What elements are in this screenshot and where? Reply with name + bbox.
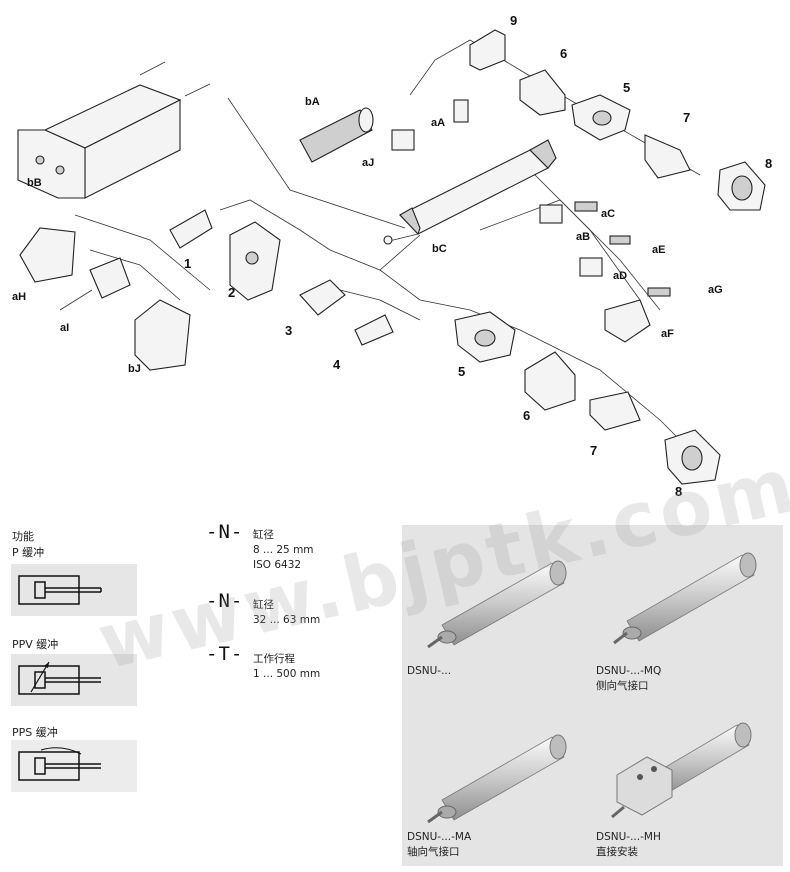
variant-3-desc: 轴向气接口 — [407, 846, 460, 858]
sensor-aE — [609, 235, 631, 245]
fitting-aJ — [391, 129, 415, 151]
adapter-aI — [89, 257, 131, 299]
cylinder-symbol-icon — [18, 575, 102, 605]
function-heading: 功能 — [12, 530, 34, 543]
fitting-aA — [453, 99, 469, 123]
label-aD: aD — [613, 270, 627, 282]
p-cushion-symbol — [11, 564, 137, 616]
product-photos — [427, 552, 757, 824]
variant-1-model: DSNU-... — [407, 665, 452, 677]
main-cylinder — [383, 139, 557, 245]
variant-3-model: DSNU-...-MA — [407, 831, 472, 843]
spec-1-standard: ISO 6432 — [253, 559, 302, 571]
mount-9 — [469, 29, 506, 71]
coupler-4 — [354, 314, 394, 346]
label-1: 1 — [184, 256, 191, 271]
label-bJ: bJ — [128, 363, 141, 375]
cylinder-dsnu-photo — [427, 560, 567, 649]
label-5-top: 5 — [623, 80, 630, 95]
spec-block-2: 缸径 32 ... 63 mm — [253, 598, 320, 628]
bore-symbol-1: -N- — [206, 521, 244, 543]
part-labels: 9 6 5 7 8 bA aA aJ bB bC aC aB aE aD aG … — [12, 13, 772, 499]
bellows — [299, 107, 374, 163]
spec-3-title: 工作行程 — [253, 653, 295, 665]
ppv-cushion-symbol — [11, 654, 137, 706]
pps-cushion-symbol — [11, 740, 137, 792]
cylinder-dsnu-mq-photo — [613, 552, 757, 645]
mount-6-bottom — [524, 351, 576, 411]
label-aH: aH — [12, 291, 26, 303]
product-variants-panel: DSNU-... DSNU-...-MQ 侧向气接口 DSNU-...-MA 轴… — [402, 525, 783, 866]
flange-5-bottom — [454, 311, 516, 363]
label-bB: bB — [27, 177, 42, 189]
label-aI: aI — [60, 322, 69, 334]
mount-6-top — [519, 69, 566, 116]
function-pps-label: PPS 缓冲 — [12, 726, 58, 739]
label-aC: aC — [601, 208, 615, 220]
label-4: 4 — [333, 357, 341, 372]
variant-2-model: DSNU-...-MQ — [596, 665, 662, 677]
variant-4: DSNU-...-MH 直接安装 — [596, 830, 661, 860]
coupling-aH — [19, 227, 76, 283]
bore-symbol-2: -N- — [206, 590, 244, 612]
label-7-bottom: 7 — [590, 443, 597, 458]
cylinder-dsnu-ma-photo — [427, 734, 567, 824]
trunnion-8-top — [717, 161, 766, 211]
sensor-aC — [574, 201, 598, 212]
spec-1-title: 缸径 — [253, 529, 274, 541]
spec-1-range: 8 ... 25 mm — [253, 544, 314, 556]
label-3: 3 — [285, 323, 292, 338]
function-ppv-label: PPV 缓冲 — [12, 638, 59, 651]
label-7-top: 7 — [683, 110, 690, 125]
rod-eye-1 — [169, 209, 213, 249]
clamp-7-top — [644, 134, 691, 179]
label-8-bottom: 8 — [675, 484, 682, 499]
spec-3-range: 1 ... 500 mm — [253, 668, 321, 680]
label-6-bottom: 6 — [523, 408, 530, 423]
sensor-clip-aB — [539, 204, 563, 224]
variant-1: DSNU-... — [407, 664, 451, 679]
guide-unit — [17, 61, 211, 199]
clevis-bJ — [134, 299, 191, 371]
spec-2-title: 缸径 — [253, 599, 274, 611]
label-aJ: aJ — [362, 157, 374, 169]
label-aB: aB — [576, 231, 590, 243]
clamp-7-bottom — [589, 391, 641, 431]
trunnion-8-bottom — [664, 429, 721, 485]
variant-4-desc: 直接安装 — [596, 846, 638, 858]
sensor-clip-aD — [579, 257, 603, 277]
variant-2-desc: 侧向气接口 — [596, 680, 649, 692]
sensor-aG — [647, 287, 671, 297]
label-bC: bC — [432, 243, 447, 255]
flange-5-top — [571, 94, 631, 141]
spec-block-3: 工作行程 1 ... 500 mm — [253, 652, 320, 682]
sensor-mount-aF — [604, 299, 651, 343]
label-aF: aF — [661, 328, 674, 340]
label-9: 9 — [510, 13, 517, 28]
cylinder-symbol-icon — [18, 661, 101, 695]
label-aG: aG — [708, 284, 723, 296]
stroke-symbol: -T- — [206, 643, 244, 665]
cylinder-symbol-icon — [18, 747, 101, 781]
variant-2: DSNU-...-MQ 侧向气接口 — [596, 664, 661, 694]
function-p-label: P 缓冲 — [12, 546, 45, 559]
spec-block-1: 缸径 8 ... 25 mm ISO 6432 — [253, 528, 314, 573]
clevis-3 — [299, 279, 346, 316]
label-bA: bA — [305, 96, 320, 108]
label-6-top: 6 — [560, 46, 567, 61]
label-8-top: 8 — [765, 156, 772, 171]
variant-3: DSNU-...-MA 轴向气接口 — [407, 830, 471, 860]
cylinder-dsnu-mh-photo — [611, 722, 752, 819]
label-2: 2 — [228, 285, 235, 300]
label-5-bottom: 5 — [458, 364, 465, 379]
accessory-exploded-diagram: 9 6 5 7 8 bA aA aJ bB bC aC aB aE aD aG … — [12, 13, 772, 499]
label-aA: aA — [431, 117, 445, 129]
label-aE: aE — [652, 244, 665, 256]
spec-2-range: 32 ... 63 mm — [253, 614, 321, 626]
variant-4-model: DSNU-...-MH — [596, 831, 661, 843]
